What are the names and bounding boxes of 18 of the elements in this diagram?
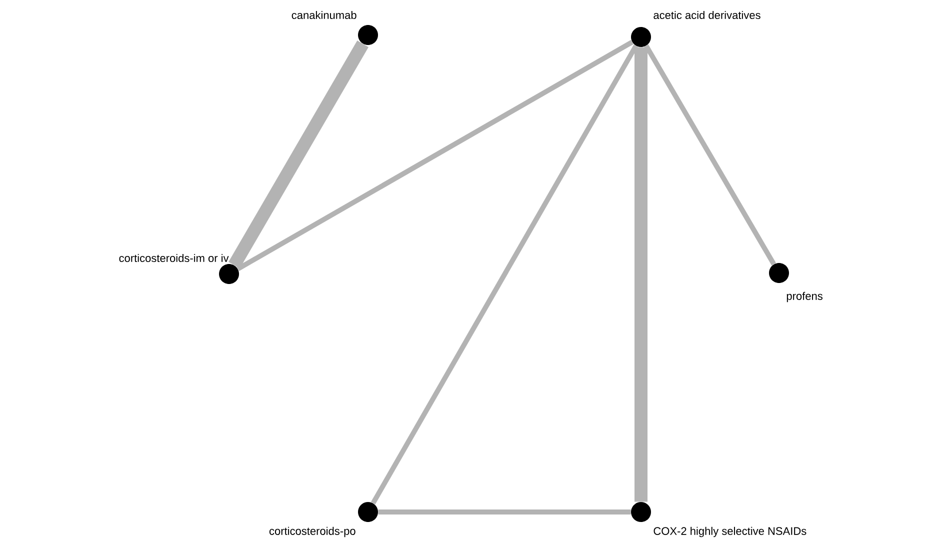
node-label: acetic acid derivatives	[654, 10, 760, 20]
network-edge	[378, 510, 631, 514]
network-node: COX-2 highly selective NSAIDs	[631, 502, 806, 538]
network-edge	[228, 40, 368, 268]
network-edge	[634, 47, 648, 502]
node-label: canakinumab	[292, 10, 356, 20]
node-label: COX-2 highly selective NSAIDs	[654, 526, 806, 538]
node-label: corticosteroids-po	[269, 526, 356, 538]
network-node: corticosteroids-im or iv	[119, 254, 239, 284]
network-edge	[370, 44, 638, 504]
node-label: corticosteroids-im or iv	[119, 254, 229, 262]
network-node: profens	[769, 263, 822, 302]
network-node: corticosteroids-po	[269, 502, 378, 538]
network-edge	[236, 40, 634, 272]
network-node: acetic acid derivatives	[631, 10, 760, 47]
node-label: profens	[786, 292, 822, 302]
network-node: canakinumab	[292, 10, 378, 45]
network-edge	[644, 44, 776, 266]
